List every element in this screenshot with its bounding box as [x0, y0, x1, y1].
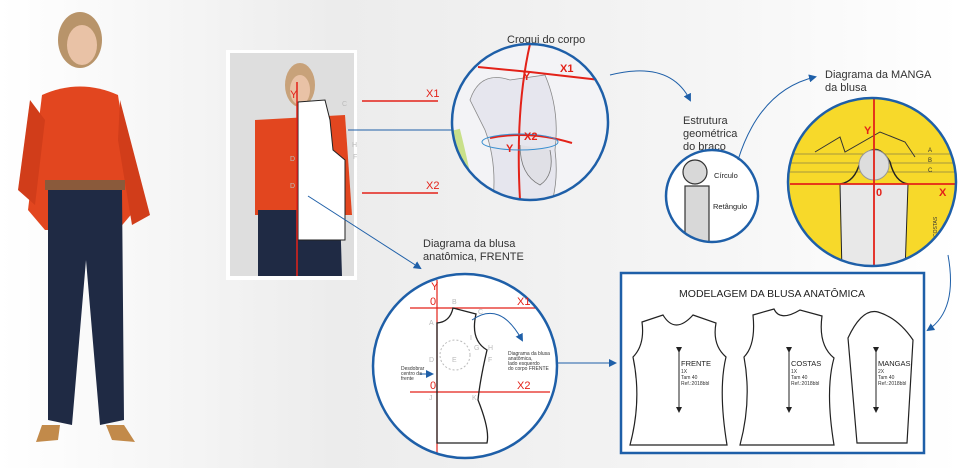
frente-y: Y — [431, 281, 439, 293]
piece-name: FRENTE — [681, 359, 711, 368]
croqui-circle: X1 Y X2 Y — [450, 42, 610, 202]
piece-size: Tam 40 — [791, 375, 808, 381]
croqui-y-bottom: Y — [506, 143, 514, 155]
point-label: H — [352, 142, 357, 149]
piece-name: MANGAS — [878, 359, 911, 368]
piece-ref: Ref.:2018bbl — [878, 381, 906, 387]
manga-y: Y — [864, 125, 872, 137]
point-label: H — [488, 345, 493, 352]
point-label: B — [452, 299, 457, 306]
point-label: K — [472, 395, 477, 402]
rectangle-shape — [684, 185, 710, 242]
piece-size: Tam 40 — [878, 375, 895, 381]
frente-zero-2: 0 — [430, 380, 436, 392]
modelagem-title: MODELAGEM DA BLUSA ANATÔMICA — [679, 287, 865, 300]
rectangle-label: Retângulo — [713, 202, 747, 211]
piece-ref: Ref.:2018bbl — [791, 381, 819, 387]
point-label: C — [478, 309, 483, 316]
point-label: D — [290, 183, 295, 190]
point-label: J — [429, 395, 433, 402]
frente-x2: X2 — [517, 380, 530, 392]
frente-x1: X1 — [517, 296, 530, 308]
arrow-to-frente — [307, 195, 422, 270]
mark-b: B — [928, 158, 932, 164]
point-label: E — [452, 357, 457, 364]
frente-zero-1: 0 — [430, 296, 436, 308]
point-label: I — [470, 335, 472, 342]
circle-shape — [682, 159, 708, 185]
manga-circle: FRENTE COSTAS Y X 0 A B C — [786, 96, 958, 268]
manga-x: X — [939, 187, 947, 199]
point-label: D — [290, 156, 295, 163]
x1-label: X1 — [426, 88, 439, 100]
point-label: C — [342, 101, 347, 108]
modelagem-panel: MODELAGEM DA BLUSA ANATÔMICA FRENTE 1X T… — [619, 271, 926, 455]
croqui-y-top: Y — [523, 71, 531, 83]
point-label: G — [474, 345, 479, 352]
point-label: D — [429, 357, 434, 364]
photo-card: Y C H F D D — [226, 50, 357, 280]
mark-a: A — [928, 148, 932, 154]
manga-side-right: COSTAS — [933, 216, 939, 237]
model-photo — [18, 12, 150, 442]
arrow-to-manga — [737, 74, 817, 161]
estrutura-circle: Círculo Retângulo — [664, 148, 760, 244]
arrow-to-estrutura — [609, 70, 691, 102]
piece-size: Tam 40 — [681, 375, 698, 381]
photo-y-label: Y — [290, 89, 298, 101]
frente-circle: Y 0 0 X1 X2 B C A I G H D E F J K Desdob… — [371, 272, 559, 460]
pattern-piece-mangas: MANGAS 2X Tam 40 Ref.:2018bbl — [847, 310, 914, 444]
manga-origin: 0 — [876, 187, 882, 199]
circle-label: Círculo — [714, 171, 738, 180]
piece-qty: 1X — [791, 369, 798, 375]
point-label: F — [488, 357, 492, 364]
pattern-piece-frente: FRENTE 1X Tam 40 Ref.:2018bbl — [629, 314, 728, 446]
croqui-x2: X2 — [524, 131, 537, 143]
x2-label: X2 — [426, 180, 439, 192]
arrow-to-modelagem — [926, 254, 951, 332]
mark-c: C — [928, 168, 933, 174]
point-label: A — [429, 320, 434, 327]
piece-qty: 1X — [681, 369, 688, 375]
piece-qty: 2X — [878, 369, 885, 375]
piece-name: COSTAS — [791, 359, 821, 368]
piece-ref: Ref.:2018bbl — [681, 381, 709, 387]
point-label: F — [353, 154, 357, 161]
pattern-piece-costas: COSTAS 1X Tam 40 Ref.:2018bbl — [739, 308, 835, 446]
croqui-x1: X1 — [560, 63, 573, 75]
